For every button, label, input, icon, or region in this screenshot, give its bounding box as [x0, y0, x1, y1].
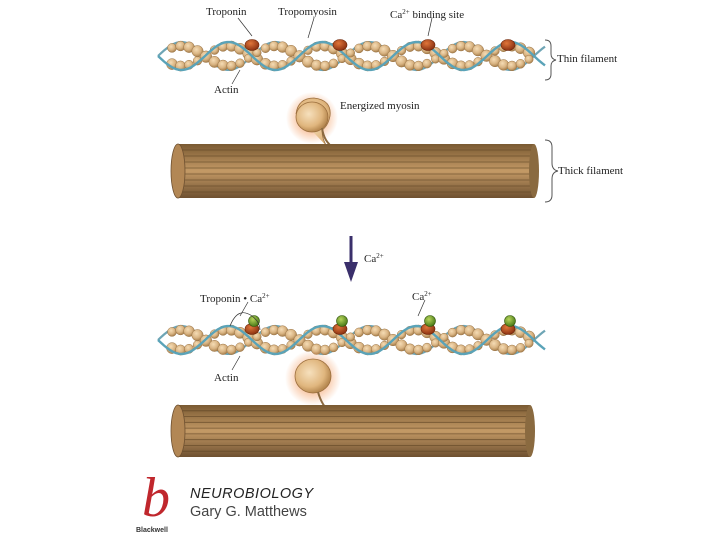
- book-author: Gary G. Matthews: [190, 504, 307, 520]
- label-ca-right-text: Ca: [412, 291, 425, 303]
- actin-monomer: [235, 342, 245, 352]
- label-ca-right-charge: 2+: [424, 290, 432, 298]
- blackwell-logo-letter: b: [142, 467, 170, 529]
- actin-monomer: [235, 58, 245, 68]
- label-ca-arrow-charge: 2+: [376, 252, 384, 260]
- label-troponin-ca: Troponin • Ca2+: [200, 290, 270, 305]
- calcium-ion: [336, 315, 348, 327]
- label-thick-filament: Thick filament: [558, 165, 624, 177]
- actin-monomer: [167, 43, 177, 53]
- label-troponin: Troponin: [206, 6, 247, 18]
- actin-monomer: [346, 332, 355, 342]
- actin-monomer: [524, 338, 534, 348]
- actin-monomer: [319, 60, 331, 72]
- actin-monomer: [439, 332, 449, 342]
- calcium-ion: [504, 315, 516, 327]
- actin-monomer: [524, 54, 534, 64]
- logo-box: [136, 478, 180, 526]
- actin-monomer: [506, 60, 518, 72]
- actin-monomer: [506, 344, 518, 356]
- actin-monomer: [515, 343, 526, 353]
- actin-monomer: [285, 328, 297, 341]
- actin-monomer: [354, 43, 364, 54]
- actin-monomer: [378, 44, 391, 57]
- thin-filament-brace: [544, 39, 557, 81]
- actin-monomer: [191, 45, 204, 58]
- troponin-complex: [332, 39, 348, 51]
- troponin-complex: [420, 39, 436, 51]
- actin-monomer: [422, 342, 432, 353]
- label-ca-binding-site-text: binding site: [412, 9, 465, 21]
- label-actin-bottom: Actin: [214, 372, 239, 384]
- troponin-complex: [244, 39, 260, 51]
- actin-monomer: [439, 48, 449, 58]
- thin-filament-bottom: [157, 315, 546, 356]
- label-ca-arrow: Ca2+: [364, 250, 384, 265]
- calcium-arrow: [344, 236, 358, 282]
- actin-monomer: [447, 43, 458, 54]
- actin-monomer: [226, 344, 237, 355]
- label-troponin-ca-text: Troponin • Ca: [200, 293, 263, 305]
- label-ca-right: Ca2+: [412, 288, 432, 303]
- actin-monomer: [191, 329, 204, 342]
- thick-filament-top: [170, 143, 539, 199]
- actin-monomer: [413, 344, 424, 356]
- actin-monomer: [422, 58, 432, 69]
- troponin-complex: [500, 39, 516, 51]
- label-thin-filament: Thin filament: [557, 53, 618, 65]
- actin-monomer: [260, 43, 271, 53]
- thin-filament-top: [157, 39, 546, 72]
- actin-monomer: [515, 59, 526, 69]
- actin-monomer: [346, 48, 355, 58]
- label-troponin-ca-charge: 2+: [262, 292, 270, 300]
- label-energized-myosin: Energized myosin: [340, 100, 420, 112]
- label-ca-binding-site-charge: 2+: [402, 8, 410, 16]
- actin-monomer: [472, 328, 484, 341]
- actin-monomer: [472, 44, 484, 57]
- actin-monomer: [260, 327, 271, 337]
- actin-monomer: [285, 44, 297, 57]
- actin-monomer: [354, 327, 364, 338]
- book-title: NEUROBIOLOGY: [190, 486, 314, 502]
- actin-monomer: [328, 342, 339, 353]
- leader-lines: [229, 17, 433, 371]
- label-tropomyosin: Tropomyosin: [278, 6, 337, 18]
- thick-filament-brace: [544, 139, 559, 203]
- label-ca-arrow-text: Ca: [364, 253, 377, 265]
- actin-monomer: [447, 327, 458, 338]
- actin-monomer: [226, 60, 237, 71]
- label-actin-top: Actin: [214, 84, 239, 96]
- tropomyosin-strand-front: [157, 324, 546, 356]
- label-ca-binding-site: Ca2+ binding site: [390, 8, 465, 21]
- calcium-ion: [248, 315, 260, 327]
- publisher-name: Blackwell: [136, 527, 168, 534]
- actin-monomer: [413, 60, 424, 72]
- actin-monomer: [328, 58, 339, 69]
- thick-filament-bottom: [170, 404, 535, 458]
- calcium-ion: [424, 315, 436, 327]
- tropomyosin-strand-front: [157, 40, 546, 72]
- actin-monomer: [167, 327, 177, 337]
- actin-monomer: [378, 328, 391, 341]
